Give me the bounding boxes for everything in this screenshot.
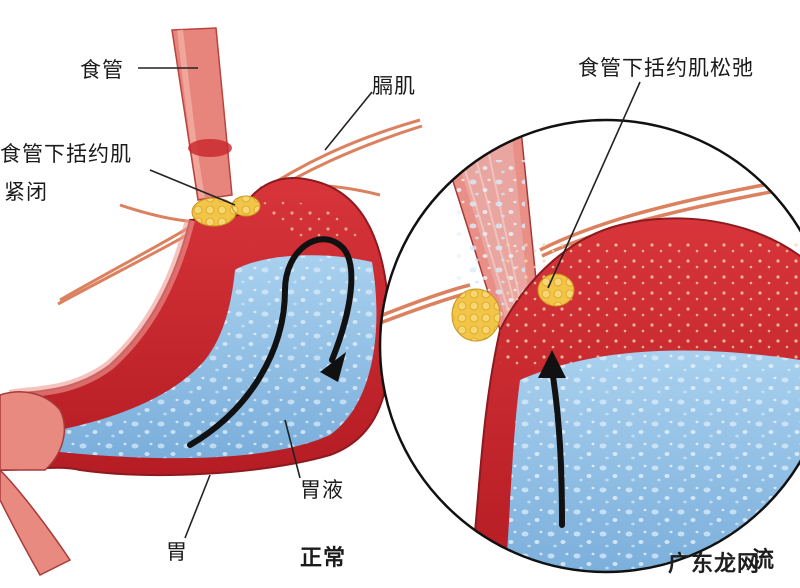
label-gastric-juice: 胃液 [300,478,344,502]
label-les-closed-2: 紧闭 [4,180,48,204]
normal-stomach [0,27,423,576]
label-les-closed-1: 食管下括约肌 [0,142,132,166]
label-normal: 正常 [300,546,347,571]
label-esophagus: 食管 [80,58,124,82]
sphincter-relaxed-right [537,273,575,307]
label-stomach: 胃 [166,540,188,564]
label-reflux-partial: 流 [752,548,776,573]
reflux-arrow [549,367,565,528]
pylorus [0,391,66,471]
reflux-zoom [378,118,800,574]
sphincter-relaxed-left [451,288,501,342]
label-diaphragm: 膈肌 [372,74,416,98]
flow-arrow-normal [187,236,355,448]
leader-lines [138,67,641,539]
label-les-relaxed: 食管下括约肌松弛 [578,56,754,80]
watermark: 广东龙网 [667,552,760,577]
